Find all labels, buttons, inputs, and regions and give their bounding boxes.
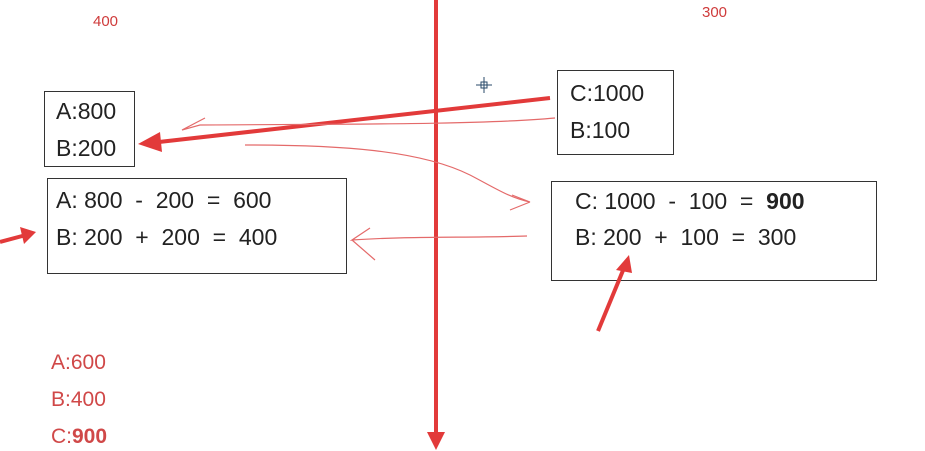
box-initial-right-line-b: B:100 — [570, 117, 631, 143]
box-calc-left-line-a: A: 800 - 200 = 600 — [56, 187, 272, 213]
box-initial-left: A:800 B:200 — [44, 91, 135, 167]
box-calc-left-line-b: B: 200 + 200 = 400 — [56, 224, 278, 250]
vertical-divider-arrowhead — [427, 432, 445, 450]
summary-c-label: C: — [51, 425, 72, 448]
box-initial-right-line-c: C:1000 — [570, 80, 645, 106]
box-calc-right-line-c: C: 1000 - 100 = 900 — [575, 190, 805, 213]
note-300: 300 — [702, 4, 728, 21]
box-calc-right: C: 1000 - 100 = 900 B: 200 + 100 = 300 — [551, 181, 877, 281]
summary-a: A:600 — [51, 351, 106, 374]
right-up-arrow — [596, 267, 626, 332]
note-400: 400 — [93, 13, 119, 30]
box-initial-right: C:1000 B:100 — [557, 70, 674, 155]
summary-c: C:900 — [51, 426, 107, 447]
box-calc-right-line-b: B: 200 + 100 = 300 — [575, 224, 797, 250]
box-initial-left-line-a: A:800 — [56, 98, 117, 124]
box-initial-left-line-b: B:200 — [56, 135, 117, 161]
sketch-line-lower — [349, 227, 528, 261]
sketch-line-middle — [244, 144, 531, 211]
transfer-arrow-main-head — [138, 132, 162, 152]
sketch-line-top — [181, 117, 556, 131]
transfer-arrow-main — [149, 96, 551, 145]
right-up-arrowhead — [616, 255, 632, 273]
box-calc-right-line-c-expr: C: 1000 - 100 = — [575, 188, 767, 214]
crosshair-cursor-icon — [476, 77, 492, 93]
summary-c-value: 900 — [72, 425, 108, 448]
box-calc-right-line-c-result: 900 — [766, 188, 805, 214]
box-calc-left: A: 800 - 200 = 600 B: 200 + 200 = 400 — [47, 178, 347, 274]
summary-b: B:400 — [51, 388, 106, 411]
left-edge-arrow — [0, 233, 27, 244]
left-edge-arrowhead — [20, 227, 36, 244]
